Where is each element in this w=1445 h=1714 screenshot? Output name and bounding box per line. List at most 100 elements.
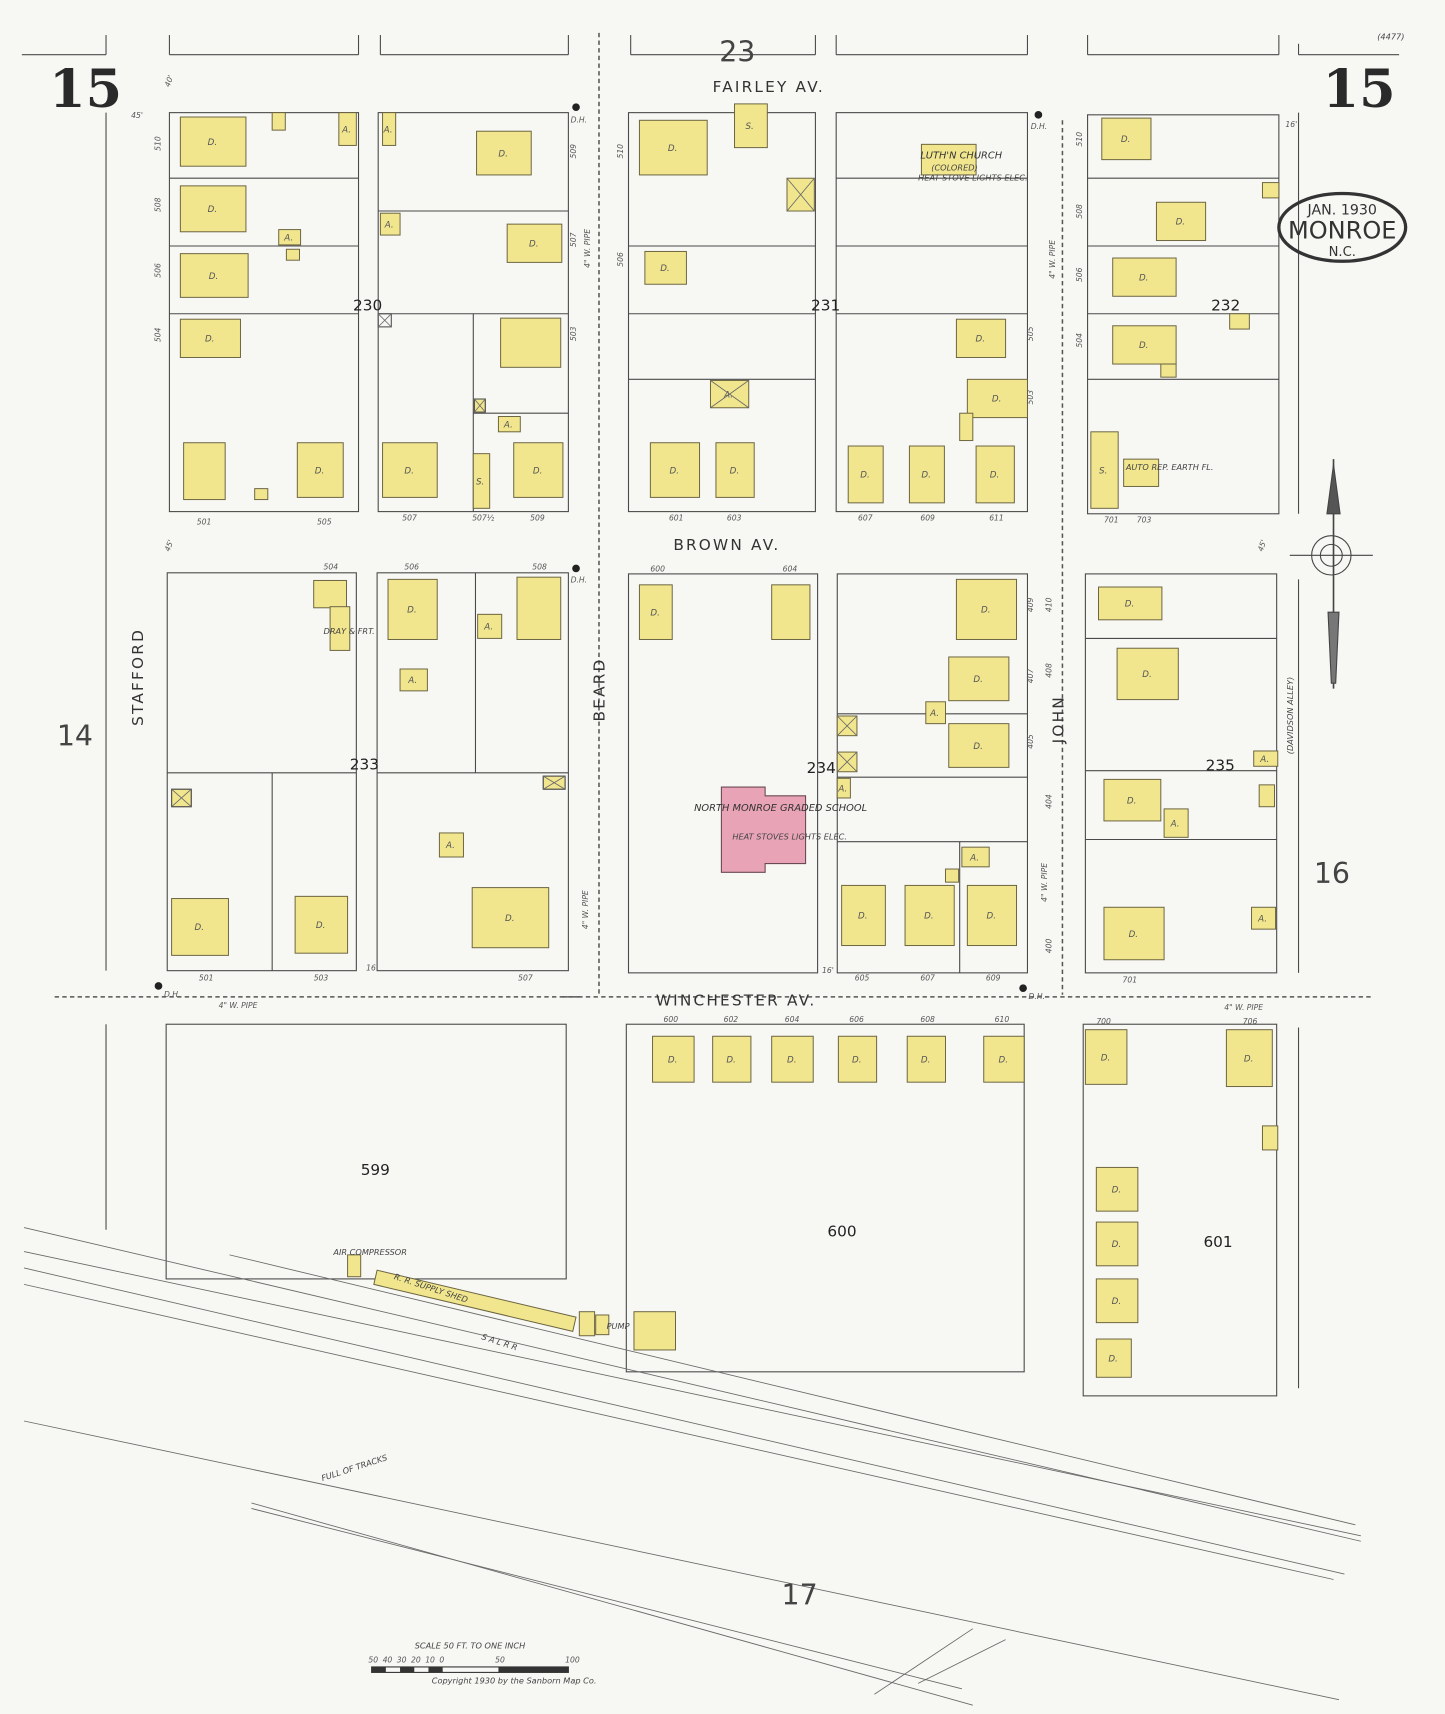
address-number: 507 xyxy=(402,513,417,522)
railroad-track xyxy=(251,1508,962,1690)
address-number: 404 xyxy=(1045,794,1054,809)
building xyxy=(1101,117,1152,161)
building xyxy=(837,1035,878,1083)
building-type-label: A. xyxy=(383,125,393,135)
building-type-label: A. xyxy=(445,841,455,851)
fire-hydrant-icon xyxy=(1019,984,1027,992)
building xyxy=(1090,431,1119,509)
address-number: 607 xyxy=(920,974,935,983)
railroad-track xyxy=(229,1254,1356,1526)
building xyxy=(294,895,349,954)
building-type-label: D. xyxy=(1121,135,1131,145)
building xyxy=(1160,363,1177,378)
building xyxy=(966,884,1018,947)
address-number: 508 xyxy=(154,197,163,212)
building xyxy=(715,442,755,498)
building xyxy=(179,318,241,358)
address-number: 506 xyxy=(404,563,419,572)
building xyxy=(476,130,532,176)
block-outline xyxy=(627,573,819,974)
address-number: 703 xyxy=(1137,516,1152,525)
building xyxy=(1261,1125,1279,1151)
building xyxy=(1095,1278,1139,1324)
address-number: 610 xyxy=(995,1015,1010,1024)
block-outline xyxy=(1084,573,1278,974)
building xyxy=(906,1035,946,1083)
block-outline xyxy=(376,572,569,972)
block-number: 601 xyxy=(1203,1233,1232,1251)
building xyxy=(1112,257,1177,297)
building-type-label: D. xyxy=(316,921,326,931)
block-number: 235 xyxy=(1206,757,1235,775)
hydrant-label: D.H. xyxy=(571,576,588,585)
building-type-label: D. xyxy=(1108,1354,1118,1364)
block-outline xyxy=(165,1023,567,1280)
address-number: 505 xyxy=(1026,326,1035,341)
building xyxy=(925,701,946,725)
scale-tick-label: 50 xyxy=(495,1656,505,1665)
building-type-label: D. xyxy=(208,138,218,148)
building-type-label: D. xyxy=(209,272,219,282)
address-number: 505 xyxy=(317,518,332,527)
street-brown: BROWN AV. xyxy=(673,536,780,554)
building xyxy=(1155,201,1207,242)
building-type-label: D. xyxy=(650,608,660,618)
street-john: JOHN xyxy=(1050,695,1068,744)
building-type-label: D. xyxy=(921,1055,931,1065)
building xyxy=(382,442,438,498)
address-number: 701 xyxy=(1123,976,1138,985)
hydrant-label: D.H. xyxy=(164,990,181,999)
building-type-label: A. xyxy=(503,420,513,430)
address-number: 701 xyxy=(1104,516,1119,525)
building xyxy=(472,453,491,509)
building xyxy=(500,317,562,368)
address-number: 507 xyxy=(569,232,578,247)
water-pipe-label: 4" W. PIPE xyxy=(219,1001,258,1010)
building-type-label: D. xyxy=(1129,930,1139,940)
building xyxy=(836,777,851,799)
building-type-label: D. xyxy=(315,466,325,476)
building-type-label: D. xyxy=(205,335,215,345)
church-note: HEAT STOVE LIGHTS ELEC. xyxy=(918,172,1027,182)
building xyxy=(171,898,229,956)
railroad-track xyxy=(23,1267,1345,1575)
building xyxy=(920,143,977,176)
building-type-label: D. xyxy=(990,471,1000,481)
scale-tick-label: 20 xyxy=(411,1656,421,1665)
address-number: 509 xyxy=(530,513,545,522)
adjacent-sheet-top: 23 xyxy=(719,35,755,68)
scale-tick-label: 0 xyxy=(439,1656,444,1665)
building-type-label: D. xyxy=(1112,1297,1122,1307)
vacant-lot-marker xyxy=(542,775,566,790)
building-type-label: A. xyxy=(929,709,939,719)
building xyxy=(271,112,286,131)
building xyxy=(975,445,1015,504)
building-type-label: A. xyxy=(341,125,351,135)
address-number: 602 xyxy=(724,1015,739,1024)
address-number: 600 xyxy=(650,565,665,574)
street-width-label: 45' xyxy=(131,111,143,120)
block-number: 234 xyxy=(807,759,836,777)
building xyxy=(438,832,464,858)
building xyxy=(638,584,673,640)
building-type-label: D. xyxy=(858,912,868,922)
block-number: 600 xyxy=(827,1222,856,1240)
address-number: 503 xyxy=(314,974,329,983)
church-name: LUTH'N CHURCH xyxy=(920,151,1002,162)
stamp-date: JAN. 1930 xyxy=(1307,202,1377,218)
scale-tick-label: 50 xyxy=(368,1656,378,1665)
address-number: 706 xyxy=(1243,1017,1258,1026)
building xyxy=(1103,778,1162,822)
building xyxy=(1258,784,1275,808)
building-type-label: A. xyxy=(837,784,847,794)
building xyxy=(847,445,884,504)
building-type-label: D. xyxy=(1142,670,1152,680)
block-outline xyxy=(1082,1023,1278,1397)
building xyxy=(1112,325,1177,365)
stamp-state: N.C. xyxy=(1329,245,1356,260)
building xyxy=(1251,906,1277,930)
street-beard: BEARD xyxy=(590,657,608,721)
building-type-label: D. xyxy=(208,205,218,215)
